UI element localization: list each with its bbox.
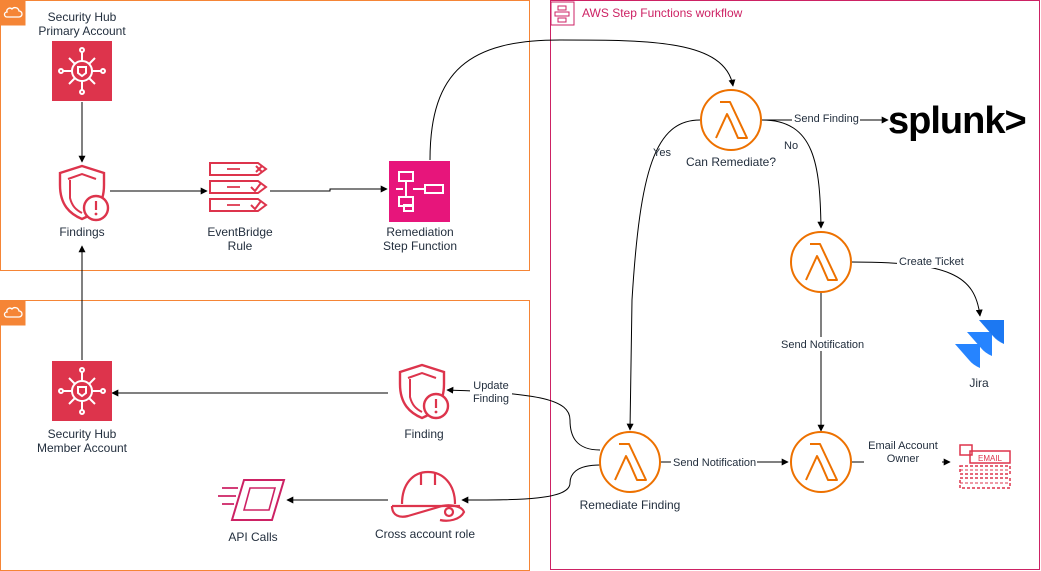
- edge-stepfunction-to-canremediate: [429, 39, 736, 161]
- hard-hat-icon: [390, 470, 466, 522]
- lambda-icon: [790, 231, 852, 293]
- svg-text:EMAIL: EMAIL: [978, 454, 1003, 463]
- finding-shield-icon: [58, 164, 110, 222]
- edge-no: [761, 119, 825, 229]
- security-hub-icon: [52, 41, 112, 101]
- edge-labels: Send Finding No Yes Create Ticket Send N…: [470, 111, 967, 469]
- notification-lambda-node[interactable]: [790, 431, 852, 493]
- edge-label-update-finding-2: Finding: [473, 393, 509, 405]
- node-label-line: Findings: [59, 225, 104, 239]
- node-label-line: EventBridge: [207, 225, 273, 239]
- node-label-line: Rule: [228, 239, 253, 253]
- node-label-line: Can Remediate?: [686, 155, 776, 169]
- api-calls-node[interactable]: API Calls: [218, 479, 286, 544]
- api-calls-icon: [218, 479, 286, 521]
- edge-yes: [626, 119, 701, 431]
- edge-label-send-finding: Send Finding: [794, 113, 859, 125]
- node-label-line: Step Function: [383, 239, 457, 253]
- node-label-line: Security Hub: [48, 427, 117, 441]
- node-label-line: Member Account: [37, 441, 128, 455]
- cross-account-role-node[interactable]: Cross account role: [375, 470, 475, 541]
- edge-label-no: No: [784, 140, 798, 152]
- eventbridge-rule-icon: [209, 162, 268, 212]
- edge-create-ticket: [850, 261, 983, 317]
- edge-label-email-owner-1: Email Account: [868, 440, 938, 452]
- lambda-icon: [790, 431, 852, 493]
- edge-label-yes: Yes: [653, 147, 671, 159]
- can-remediate-lambda-node[interactable]: Can Remediate?: [686, 89, 776, 169]
- lambda-icon: [700, 89, 762, 151]
- create-ticket-lambda-node[interactable]: [790, 231, 852, 293]
- eventbridge-rule-node[interactable]: EventBridge Rule: [207, 162, 273, 253]
- splunk-node[interactable]: splunk>: [888, 100, 1027, 142]
- node-label-line: Jira: [969, 376, 989, 390]
- edge-label-send-notification-2: Send Notification: [673, 457, 756, 469]
- edge-label-email-owner-2: Owner: [887, 453, 920, 465]
- security-hub-icon: [52, 361, 112, 421]
- edge-label-create-ticket: Create Ticket: [899, 256, 964, 268]
- remediate-finding-lambda-node[interactable]: Remediate Finding: [580, 431, 681, 512]
- edge-eventbridge-to-stepfunction: [270, 185, 388, 193]
- workflow-title: AWS Step Functions workflow: [582, 6, 743, 20]
- findings-node[interactable]: Findings: [58, 164, 110, 239]
- node-label-line: Cross account role: [375, 527, 475, 541]
- security-hub-primary-node[interactable]: Security Hub Primary Account: [38, 10, 126, 101]
- node-label-line: Remediate Finding: [580, 498, 681, 512]
- edge-update-finding: [446, 386, 601, 451]
- edge-label-update-finding-1: Update: [473, 380, 508, 392]
- node-label-line: Primary Account: [38, 24, 126, 38]
- edge-cross-account-role: [461, 464, 601, 504]
- finding-node[interactable]: Finding: [398, 363, 450, 441]
- email-icon: EMAIL: [959, 444, 1011, 489]
- step-functions-workflow-group: AWS Step Functions workflow: [550, 0, 1040, 570]
- step-functions-icon: [389, 161, 450, 222]
- node-label-line: Remediation: [386, 225, 453, 239]
- step-functions-workflow-icon: [550, 1, 575, 26]
- node-label-line: API Calls: [228, 530, 277, 544]
- remediation-step-function-node[interactable]: Remediation Step Function: [383, 161, 457, 253]
- node-label-line: Security Hub: [48, 10, 117, 24]
- node-label-line: Finding: [404, 427, 443, 441]
- splunk-logo: splunk>: [888, 100, 1026, 142]
- security-hub-member-node[interactable]: Security Hub Member Account: [37, 361, 128, 455]
- finding-shield-icon: [398, 363, 450, 420]
- primary-account-group: [0, 0, 530, 271]
- email-node[interactable]: EMAIL: [959, 444, 1011, 489]
- edge-label-send-notification-1: Send Notification: [781, 339, 864, 351]
- lambda-icon: [599, 431, 661, 493]
- jira-icon: [955, 320, 1004, 368]
- jira-node[interactable]: Jira: [955, 320, 1004, 390]
